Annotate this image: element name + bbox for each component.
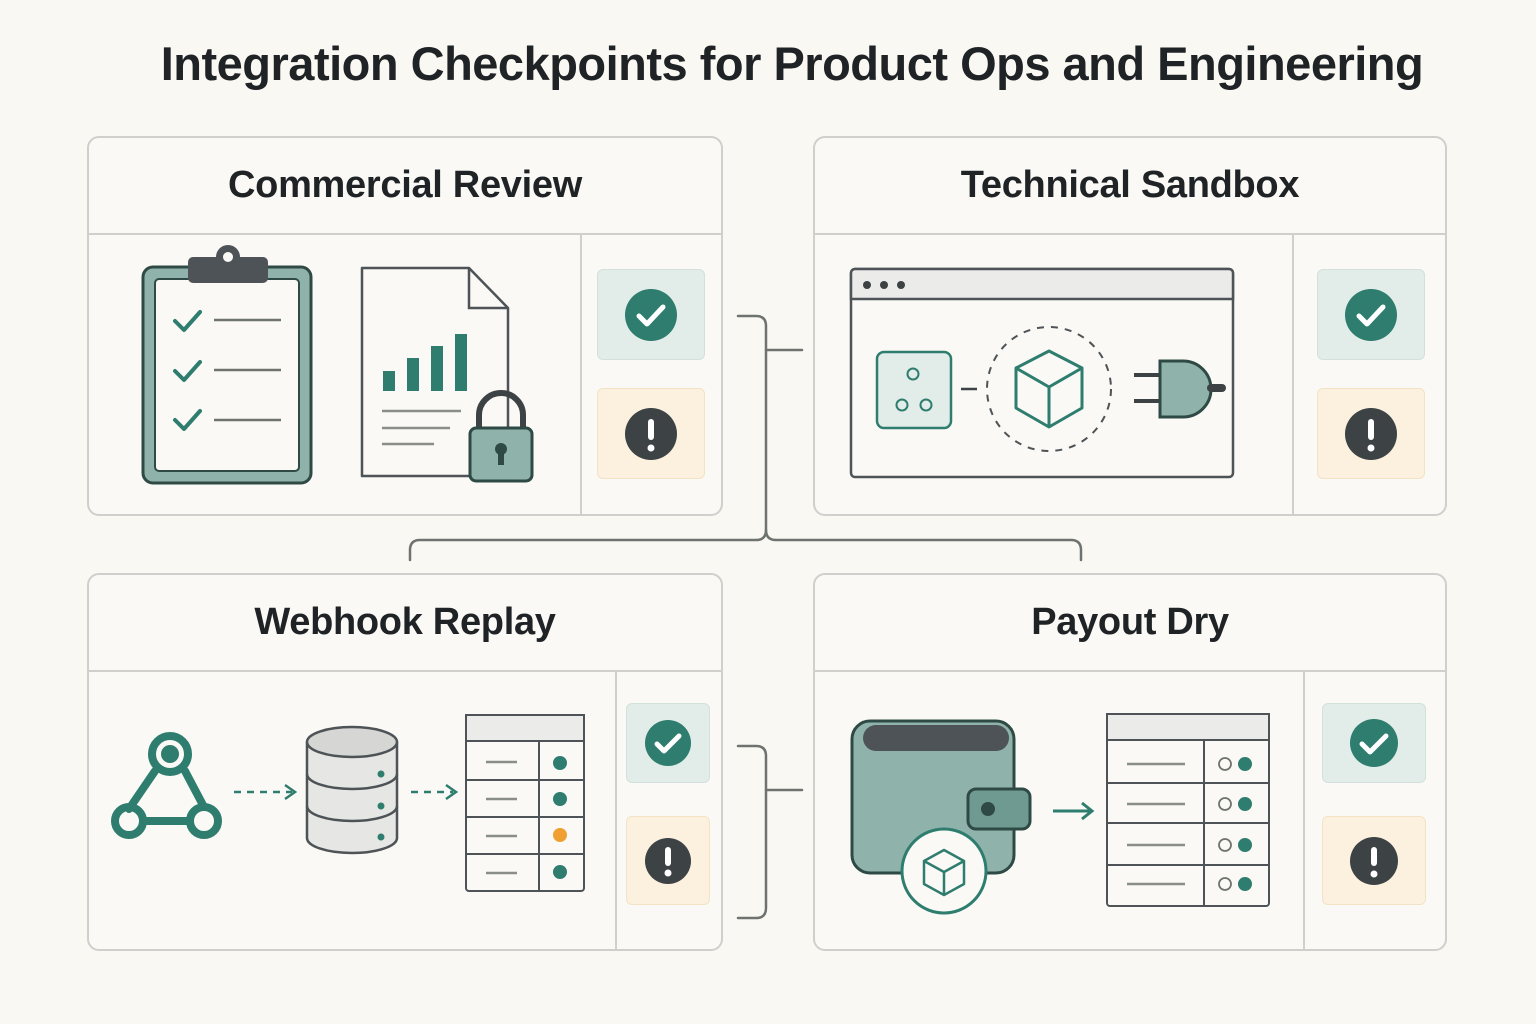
- document-chart-icon: [360, 266, 510, 478]
- panel-header: Webhook Replay: [89, 575, 721, 672]
- cube-badge-icon: [900, 827, 988, 915]
- page-title: Integration Checkpoints for Product Ops …: [160, 37, 1424, 90]
- panel-artwork: [141, 245, 534, 485]
- dashed-arrow: [234, 783, 298, 801]
- panel-artwork: [111, 714, 585, 892]
- plug-icon: [1134, 359, 1226, 419]
- exclamation-circle-icon: [645, 837, 691, 884]
- status-ok-tile: [626, 703, 710, 783]
- panel-divider: [1292, 233, 1294, 514]
- panel-header: Commercial Review: [89, 138, 721, 235]
- panel-commercial-review: Commercial Review: [87, 136, 723, 516]
- exclamation-circle-icon: [625, 407, 677, 460]
- panel-header: Technical Sandbox: [815, 138, 1445, 235]
- panel-divider: [1303, 670, 1305, 949]
- status-ok-tile: [1317, 269, 1425, 360]
- padlock-icon: [468, 390, 534, 483]
- wallet-icon: [850, 719, 1032, 875]
- panel-technical-sandbox: Technical Sandbox: [813, 136, 1447, 516]
- panel-title: Webhook Replay: [254, 601, 556, 643]
- check-circle-icon: [645, 720, 691, 766]
- cube-icon: [986, 326, 1112, 452]
- status-table-icon: [465, 714, 585, 892]
- panel-webhook-replay: Webhook Replay: [87, 573, 723, 951]
- socket-icon: [875, 350, 977, 430]
- exclamation-circle-icon: [1345, 407, 1397, 460]
- database-icon: [305, 725, 399, 855]
- panel-title: Technical Sandbox: [960, 164, 1300, 206]
- status-warn-tile: [597, 388, 705, 479]
- panel-header: Payout Dry: [815, 575, 1445, 672]
- arrow-right-icon: [1053, 801, 1095, 821]
- status-ok-tile: [1322, 703, 1426, 783]
- webhook-icon: [111, 732, 222, 839]
- check-circle-icon: [1350, 719, 1398, 767]
- panel-artwork: [850, 713, 1270, 915]
- panel-divider: [580, 233, 582, 514]
- status-ok-tile: [597, 269, 705, 360]
- panel-title: Payout Dry: [1031, 601, 1229, 643]
- exclamation-circle-icon: [1350, 836, 1398, 885]
- panel-artwork: [849, 267, 1235, 479]
- clipboard-checklist-icon: [141, 245, 313, 485]
- panel-title: Commercial Review: [228, 164, 582, 206]
- dashed-arrow: [411, 783, 459, 801]
- status-warn-tile: [1317, 388, 1425, 479]
- check-circle-icon: [625, 288, 677, 341]
- panel-payout-dry: Payout Dry: [813, 573, 1447, 951]
- check-circle-icon: [1345, 288, 1397, 341]
- panel-divider: [615, 670, 617, 949]
- status-warn-tile: [1322, 816, 1426, 905]
- status-table-icon: [1106, 713, 1270, 907]
- webhook-dots: [161, 745, 179, 763]
- status-warn-tile: [626, 816, 710, 905]
